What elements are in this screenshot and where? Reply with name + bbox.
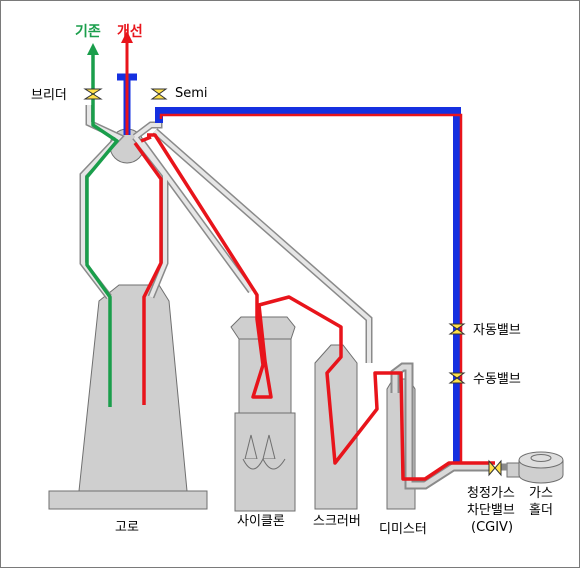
bleeder-label: 브리더 — [31, 88, 67, 103]
auto-valve — [448, 323, 466, 335]
cgiv-label-line2: 차단밸브 — [467, 503, 515, 518]
scrubber — [314, 344, 358, 510]
existing-route-line — [85, 43, 119, 407]
improved-route-line — [121, 31, 495, 481]
semi-label: Semi — [175, 86, 208, 101]
cgiv-valve — [488, 459, 502, 477]
manual-valve-label: 수동밸브 — [473, 372, 521, 387]
legend-improved-label: 개선 — [117, 24, 143, 40]
gas-holder-label-line1: 가스 — [529, 486, 553, 501]
scrubber-label: 스크러버 — [313, 514, 361, 529]
demister-label: 디미스터 — [379, 522, 427, 537]
gas-holder-label-line2: 홀더 — [529, 503, 553, 518]
cyclone-label: 사이클론 — [237, 514, 285, 529]
semi-valve — [150, 88, 168, 100]
cgiv-label-line1: 청정가스 — [467, 486, 515, 501]
furnace-label: 고로 — [115, 520, 139, 535]
manual-valve — [448, 372, 466, 384]
blast-furnace — [48, 284, 208, 510]
gas-holder — [506, 451, 564, 484]
bleeder-valve — [83, 88, 103, 100]
legend-existing-label: 기존 — [75, 24, 101, 40]
auto-valve-label: 자동밸브 — [473, 323, 521, 338]
cgiv-label-line3: (CGIV) — [471, 520, 513, 535]
